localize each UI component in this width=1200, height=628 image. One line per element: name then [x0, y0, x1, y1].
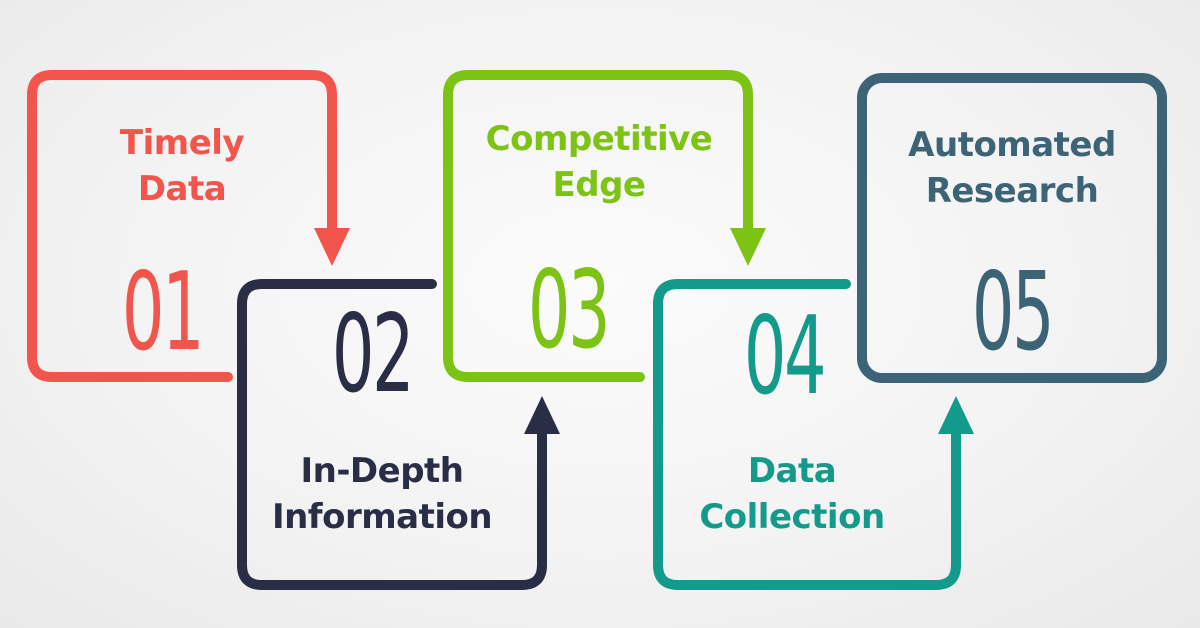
step-4-outline: [653, 279, 961, 590]
step-4-connector: [653, 279, 974, 590]
step-1-connector: [27, 70, 350, 382]
step-5-title-line2: Research: [925, 171, 1099, 211]
step-2-connector: [237, 279, 560, 590]
step-1-outline: [27, 70, 337, 382]
step-3-title: Competitive Edge: [444, 116, 754, 208]
step-5-title: Automated Research: [862, 122, 1162, 214]
step-3-title-line2: Edge: [552, 165, 646, 205]
step-5-title-line1: Automated: [908, 125, 1116, 165]
step-1-number: 01: [121, 250, 205, 375]
step-4-arrow-up-icon: [938, 396, 974, 434]
step-4-title: Data Collection: [642, 448, 942, 540]
step-1-title: Timely Data: [32, 120, 332, 212]
step-5-number: 05: [971, 250, 1055, 375]
step-4-title-line2: Collection: [699, 497, 885, 537]
step-3-title-line1: Competitive: [485, 119, 713, 159]
step-2-title-line2: Information: [271, 497, 493, 537]
step-3-connector: [443, 70, 766, 382]
step-3-number: 03: [527, 248, 611, 373]
step-2-outline: [237, 279, 547, 590]
step-4-number: 04: [743, 294, 827, 419]
step-2-title-line1: In-Depth: [300, 451, 464, 491]
step-2-arrow-up-icon: [524, 396, 560, 434]
step-2-title: In-Depth Information: [232, 448, 532, 540]
step-4-title-line1: Data: [747, 451, 837, 491]
step-1-title-line1: Timely: [119, 123, 245, 163]
step-1-arrow-down-icon: [314, 228, 350, 266]
step-2-number: 02: [331, 292, 415, 417]
step-5-box: [857, 73, 1167, 383]
step-1-title-line2: Data: [137, 169, 227, 209]
step-3-arrow-down-icon: [730, 228, 766, 266]
step-3-outline: [443, 70, 753, 382]
step-5-outline: [857, 73, 1167, 383]
